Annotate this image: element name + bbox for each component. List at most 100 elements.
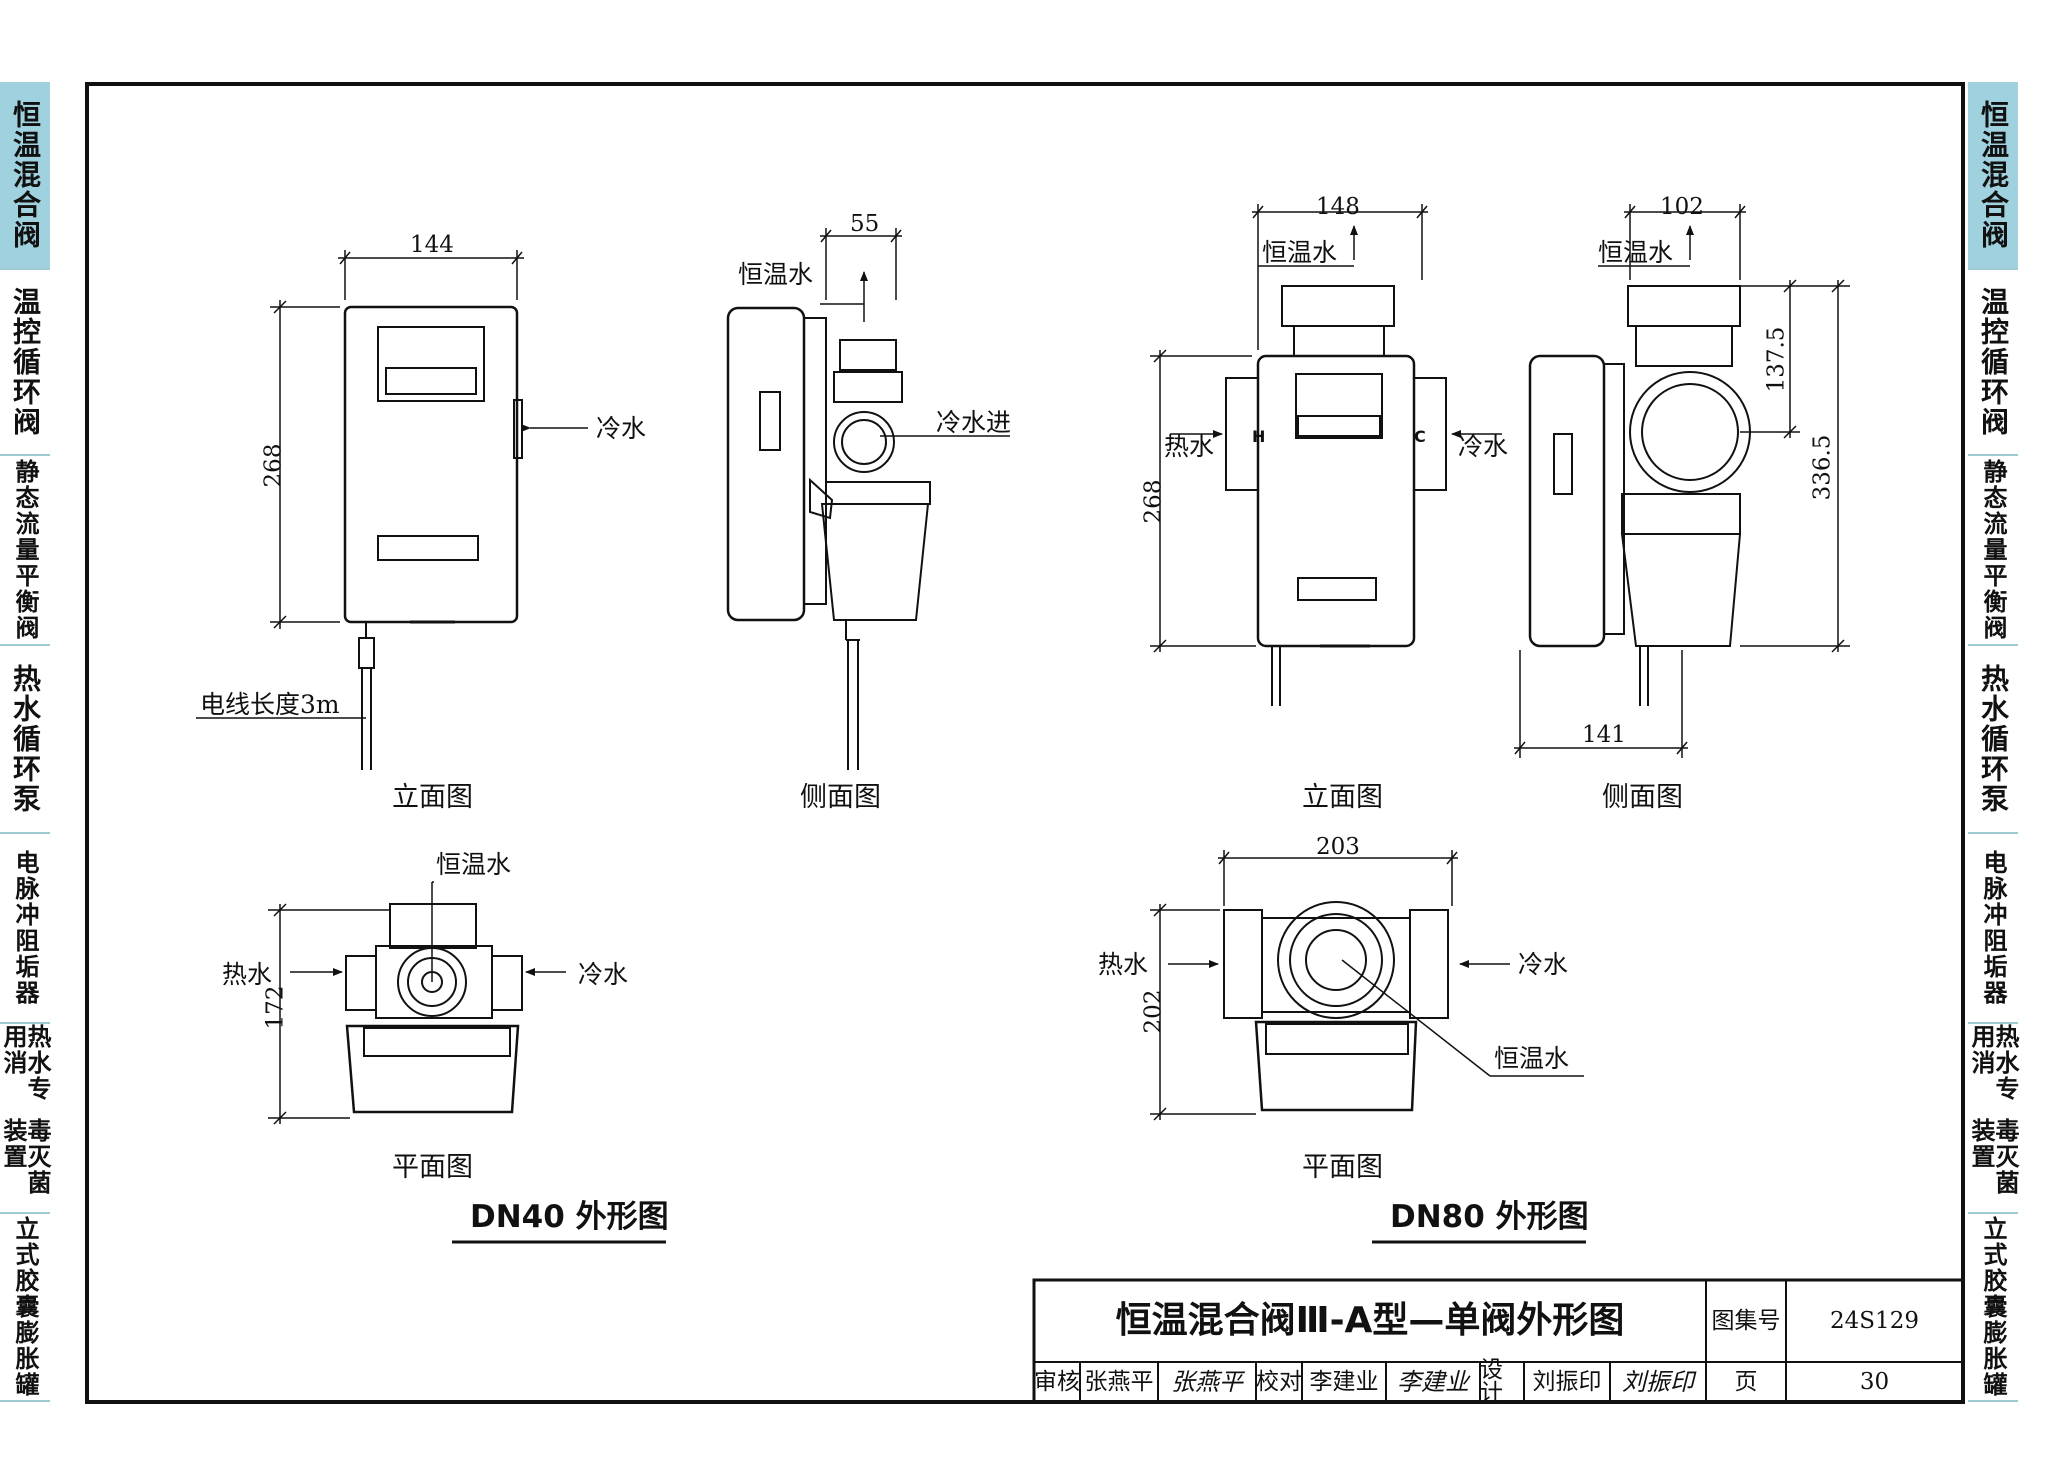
- right-sidebar-tab-label: 温控循环阀: [1977, 287, 2010, 437]
- right-sidebar-tab[interactable]: 温控循环阀: [1968, 270, 2018, 456]
- right-sidebar-tab-line: 电: [1979, 850, 2007, 876]
- dn40-plan-hot-water-label: 热水: [222, 960, 273, 989]
- left-sidebar-tab-line: 立式: [11, 1216, 39, 1268]
- review-label: 审核: [1034, 1368, 1080, 1395]
- left-sidebar-tab-line: 脉冲阻垢器: [11, 876, 39, 1006]
- left-sidebar-tab-label: 温控循环阀: [9, 287, 42, 437]
- left-sidebar-tab-label: 脉冲阻垢器电: [11, 850, 39, 1006]
- right-sidebar-tab[interactable]: 脉冲阻垢器电: [1968, 834, 2018, 1024]
- left-sidebar-tab-label: 恒温混合阀: [9, 100, 42, 250]
- left-sidebar-tab-line: 毒灭菌装置: [0, 1118, 51, 1196]
- dn80-plan-hot-water-label: 热水: [1098, 950, 1149, 979]
- right-sidebar-tab-line: 立式: [1979, 1216, 2007, 1268]
- title-block-title: 恒温混合阀Ⅲ-A型—单阀外形图: [1115, 1300, 1625, 1341]
- dn80-side-top-dim: 102: [1660, 194, 1704, 220]
- left-sidebar-tab[interactable]: 热水循环泵: [0, 646, 50, 834]
- dn80-front-dims: [1150, 204, 1502, 653]
- left-sidebar-tab-line: 电: [11, 850, 39, 876]
- dn40-plan-view: [345, 903, 523, 1114]
- dn40-plan-dims: [268, 881, 566, 1125]
- dn80-front-view: [1225, 285, 1447, 706]
- dn80-side-caption: 侧面图: [1602, 782, 1683, 813]
- dn80-side-bottom-dim: 141: [1582, 722, 1626, 748]
- dn80-front-mixed-water-label: 恒温水: [1262, 238, 1338, 267]
- dn40-front-width-dim: 144: [410, 232, 454, 258]
- left-sidebar-tab[interactable]: 脉冲阻垢器电: [0, 834, 50, 1024]
- right-sidebar-tab-label: 恒温混合阀: [1977, 100, 2010, 250]
- dn40-side-cold-inlet-label: 冷水进: [936, 408, 1012, 437]
- dn40-group-title: DN40 外形图: [470, 1199, 669, 1235]
- left-sidebar-tab-label: 毒灭菌装置 热水专用消: [0, 1024, 51, 1212]
- right-sidebar-tab-label: 脉冲阻垢器电: [1979, 850, 2007, 1006]
- page-label: 页: [1734, 1368, 1758, 1395]
- right-sidebar-tab[interactable]: 毒灭菌装置 热水专用消: [1967, 1024, 2019, 1214]
- dn80-front-caption: 立面图: [1302, 782, 1383, 813]
- dn40-side-mixed-water-label: 恒温水: [738, 260, 814, 289]
- drawing-frame: [85, 82, 1965, 1404]
- dn80-side-view: [1528, 285, 1751, 706]
- dn40-plan-caption: 平面图: [392, 1152, 473, 1183]
- title-block-grid: [1032, 1278, 1965, 1404]
- dn40-front-dims: [196, 250, 588, 719]
- right-sidebar-tab-label: 热水循环泵: [1977, 664, 2010, 814]
- left-sidebar-tab-label: 流量平衡阀静态: [11, 459, 39, 641]
- dn40-side-view: [726, 306, 931, 770]
- right-sidebar-tab-line: 流量平衡阀: [1979, 511, 2007, 641]
- right-sidebar: 恒温混合阀温控循环阀流量平衡阀静态热水循环泵脉冲阻垢器电毒灭菌装置 热水专用消胶囊…: [1967, 82, 2019, 1402]
- dn80-front-hot-water-label: 热水: [1164, 432, 1215, 461]
- dn80-front-width-dim: 148: [1316, 194, 1360, 220]
- checker-signature: 李建业: [1397, 1368, 1469, 1396]
- right-sidebar-tab-label: 胶囊膨胀罐立式: [1979, 1216, 2007, 1398]
- right-sidebar-tab-line: 热水专用消: [1967, 1024, 2019, 1102]
- dn40-front-cold-water-label: 冷水: [596, 414, 647, 443]
- right-sidebar-tab-label: 毒灭菌装置 热水专用消: [1967, 1024, 2019, 1212]
- left-sidebar-tab-line: 胶囊膨胀罐: [11, 1268, 39, 1398]
- dn80-front-cold-water-label: 冷水: [1458, 432, 1509, 461]
- dn80-plan-depth-dim: 202: [1140, 989, 1167, 1034]
- left-sidebar-tab-label: 胶囊膨胀罐立式: [11, 1216, 39, 1398]
- left-sidebar-tab-line: 热水专用消: [0, 1024, 51, 1102]
- dn80-plan-view: [1223, 901, 1449, 1112]
- left-sidebar-tab[interactable]: 胶囊膨胀罐立式: [0, 1214, 50, 1402]
- page-number: 30: [1859, 1368, 1890, 1395]
- dn40-side-caption: 侧面图: [800, 782, 881, 813]
- right-sidebar-tab-line: 毒灭菌装置: [1967, 1118, 2019, 1196]
- left-sidebar-tab[interactable]: 毒灭菌装置 热水专用消: [0, 1024, 51, 1214]
- reviewer-signature: 张燕平: [1171, 1368, 1243, 1396]
- left-sidebar-tab[interactable]: 温控循环阀: [0, 270, 50, 456]
- left-sidebar-tab[interactable]: 流量平衡阀静态: [0, 456, 50, 646]
- right-sidebar-tab[interactable]: 热水循环泵: [1968, 646, 2018, 834]
- right-sidebar-tab[interactable]: 恒温混合阀: [1968, 82, 2018, 270]
- dn40-front-caption: 立面图: [392, 782, 473, 813]
- dn40-side-dims: [820, 228, 1010, 437]
- dn80-side-dims: [1514, 204, 1850, 758]
- dn40-front-view: [343, 305, 523, 770]
- left-sidebar: 恒温混合阀温控循环阀流量平衡阀静态热水循环泵脉冲阻垢器电毒灭菌装置 热水专用消胶囊…: [0, 82, 51, 1402]
- dn40-plan-mixed-water-label: 恒温水: [436, 850, 512, 879]
- dn40-plan-cold-water-label: 冷水: [578, 960, 629, 989]
- dn40-front-height-dim: 268: [260, 443, 287, 488]
- dn80-plan-width-dim: 203: [1316, 834, 1360, 860]
- checker-name: 李建业: [1309, 1368, 1379, 1395]
- dn80-cold-mark: C: [1414, 427, 1426, 446]
- designer-name: 刘振印: [1532, 1368, 1602, 1395]
- dn40-side-depth-dim: 55: [850, 211, 880, 237]
- dn80-hot-mark: H: [1252, 427, 1265, 446]
- dn80-plan-caption: 平面图: [1302, 1152, 1383, 1183]
- left-sidebar-tab[interactable]: 恒温混合阀: [0, 82, 50, 270]
- left-sidebar-tab-line: 流量平衡阀: [11, 511, 39, 641]
- right-sidebar-tab[interactable]: 流量平衡阀静态: [1968, 456, 2018, 646]
- dn80-plan-dims: [1150, 850, 1584, 1121]
- dn40-plan-depth-dim: 172: [262, 985, 289, 1030]
- dn80-side-total-dim: 336.5: [1809, 434, 1836, 501]
- design-label: 设计: [1480, 1357, 1503, 1406]
- dn80-plan-cold-water-label: 冷水: [1518, 950, 1569, 979]
- right-sidebar-tab-label: 流量平衡阀静态: [1979, 459, 2007, 641]
- right-sidebar-tab[interactable]: 胶囊膨胀罐立式: [1968, 1214, 2018, 1402]
- dn80-plan-mixed-water-label: 恒温水: [1494, 1044, 1570, 1073]
- right-sidebar-tab-line: 脉冲阻垢器: [1979, 876, 2007, 1006]
- dn80-group-title: DN80 外形图: [1390, 1199, 1589, 1235]
- dn40-cable-note: 电线长度3m: [200, 690, 340, 719]
- reviewer-name: 张燕平: [1084, 1368, 1154, 1395]
